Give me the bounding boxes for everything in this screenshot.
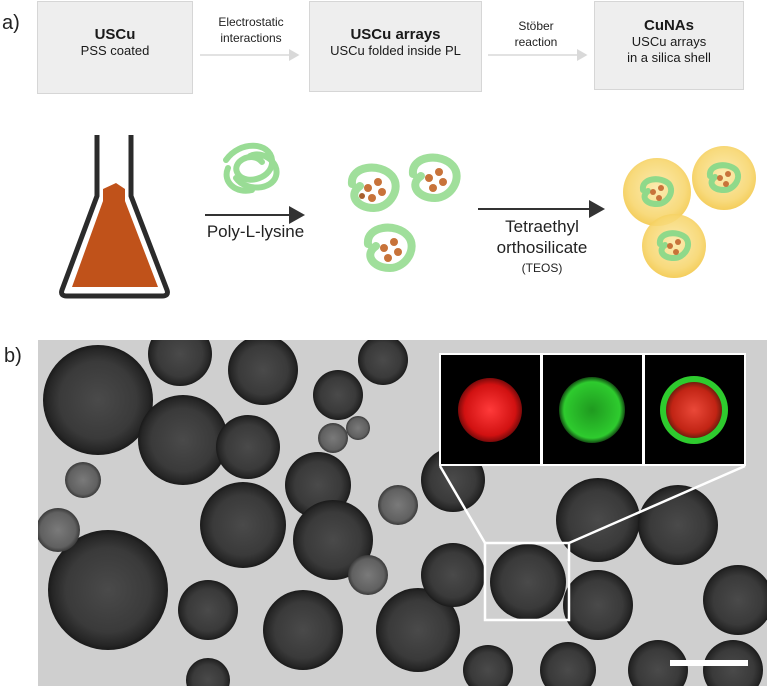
- arrow-label-line: Electrostatic: [218, 15, 284, 29]
- reagent-polylysine: Poly-L-lysine: [206, 222, 305, 241]
- inset-green-channel: [559, 377, 625, 443]
- reagent-teos-abbr: (TEOS): [521, 261, 563, 275]
- inset-merge-red: [666, 382, 722, 438]
- step-box-uscu-arrays: USCu arrays USCu folded inside PL: [309, 1, 482, 92]
- reagent-teos-line2: orthosilicate: [496, 238, 588, 257]
- uscu-array-icon: [409, 153, 461, 203]
- step-subtitle: in a silica shell: [627, 50, 711, 65]
- reagent-teos-line1: Tetraethyl: [505, 217, 579, 236]
- panel-a-label: a): [2, 12, 20, 34]
- polymer-icon: [223, 142, 280, 194]
- synthesis-scheme: [59, 135, 756, 299]
- step-box-uscu: USCu PSS coated: [37, 1, 193, 94]
- uscu-array-icon: [364, 223, 416, 273]
- box-arrows: [200, 49, 588, 61]
- arrow-label-electrostatic: Electrostatic interactions: [196, 14, 306, 46]
- flask-icon: [59, 135, 170, 299]
- inset-red-channel: [458, 378, 522, 442]
- arrow-label-line: interactions: [220, 31, 282, 45]
- tem-micrograph: [38, 340, 767, 686]
- cunas-icon: [642, 214, 706, 278]
- step-title: USCu arrays: [350, 26, 441, 43]
- step-subtitle: USCu folded inside PL: [330, 43, 461, 58]
- cunas-icon: [623, 158, 691, 226]
- cunas-icon: [692, 146, 756, 210]
- step-subtitle: PSS coated: [80, 43, 150, 58]
- step-title: CuNAs: [643, 17, 694, 34]
- arrow-label-line: reaction: [514, 35, 558, 49]
- fluorescence-inset: [439, 353, 746, 466]
- step-subtitle: USCu arrays: [631, 34, 707, 49]
- step-title: USCu: [94, 26, 136, 43]
- scale-bar: [670, 660, 748, 666]
- arrow-label-stober: Stöber reaction: [484, 18, 588, 50]
- arrow-label-line: Stöber: [518, 19, 554, 33]
- zoom-line-right: [568, 464, 746, 545]
- uscu-array-icon: [348, 163, 400, 213]
- reagent-teos: Tetraethyl orthosilicate (TEOS): [474, 216, 610, 278]
- panel-b-label: b): [4, 345, 22, 367]
- zoom-line-left: [438, 465, 487, 544]
- selection-box: [483, 541, 571, 622]
- step-box-cunas: CuNAs USCu arrays in a silica shell: [594, 1, 744, 90]
